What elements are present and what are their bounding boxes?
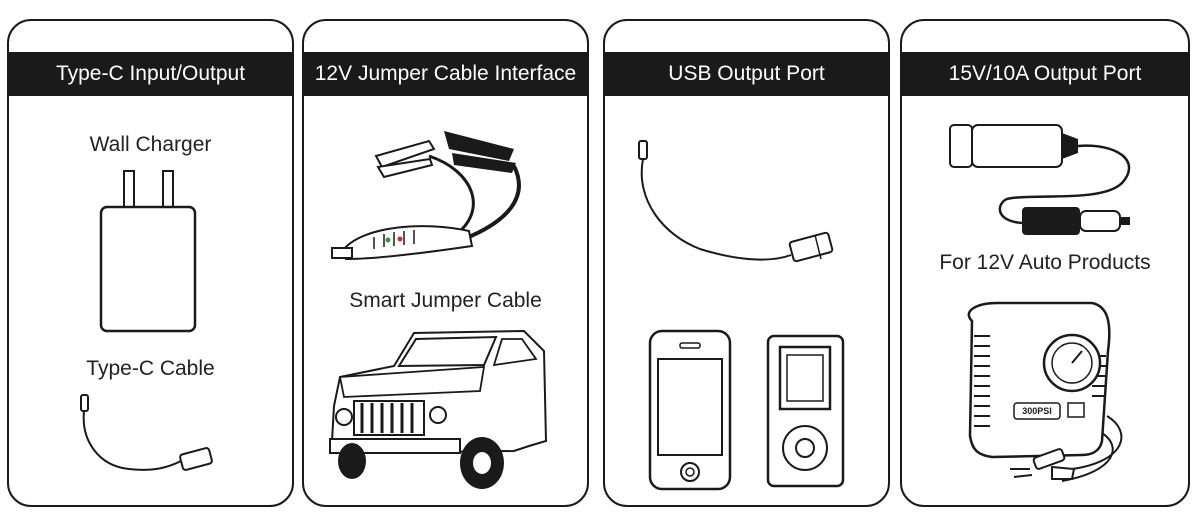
panel-title: USB Output Port	[605, 52, 888, 96]
type-c-cable-icon	[9, 21, 294, 507]
usb-cable-icon	[605, 21, 890, 507]
wall-charger-caption: Wall Charger	[89, 133, 212, 156]
type-c-cable-caption: Type-C Cable	[86, 357, 215, 380]
panel-15v-output: 15V/10A Output Port For 12V Auto Product…	[900, 19, 1190, 507]
panel-title: 12V Jumper Cable Interface	[304, 52, 587, 96]
panel-title: 15V/10A Output Port	[902, 52, 1188, 96]
air-compressor-icon	[902, 21, 1190, 507]
panel-type-c: Type-C Input/Output Wall Charger Type-C …	[7, 19, 294, 507]
panel-usb-output: USB Output Port	[603, 19, 890, 507]
cigarette-socket-cable-icon	[902, 21, 1190, 235]
suv-car-icon	[304, 21, 589, 489]
panel-jumper-cable: 12V Jumper Cable Interface Smart Jumper …	[302, 19, 589, 507]
jumper-cable-clamps-icon	[304, 131, 589, 507]
wall-charger-icon	[9, 21, 294, 507]
mp3-player-icon	[605, 21, 890, 507]
auto-products-caption: For 12V Auto Products	[939, 251, 1151, 274]
compressor-label: 300PSI	[1022, 406, 1052, 416]
panel-title: Type-C Input/Output	[9, 52, 292, 96]
smart-jumper-cable-caption: Smart Jumper Cable	[349, 289, 542, 312]
smartphone-icon	[605, 21, 890, 507]
